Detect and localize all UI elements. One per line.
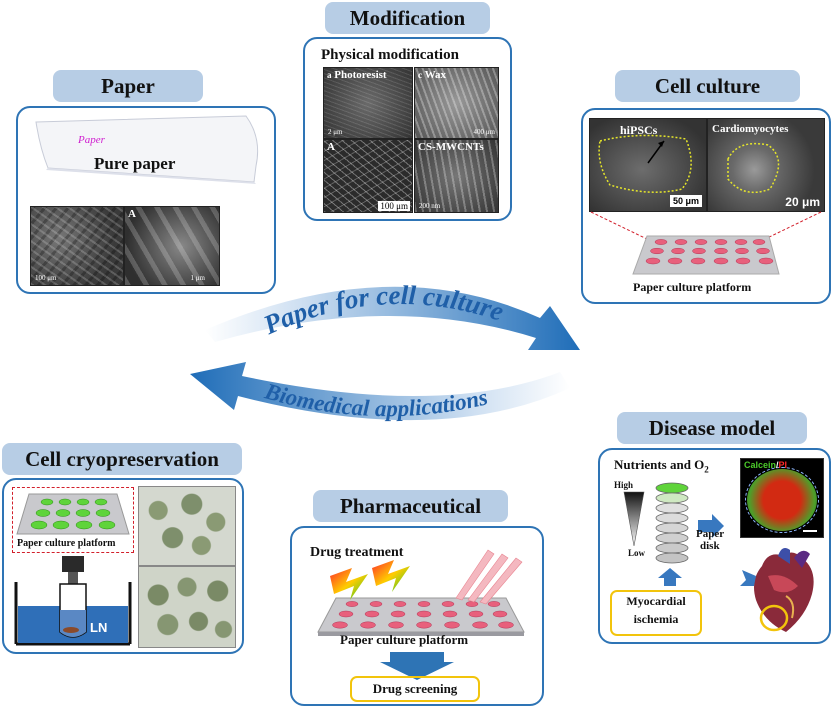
paper-scale-right: 1 μm [190,274,205,282]
disease-high-label: High [614,480,634,490]
modification-panel: Physical modification a Photoresist 2 μm… [303,37,512,221]
disease-gradient-stack [623,482,724,586]
cell-culture-img1-label: hiPSCs [620,123,658,137]
top-arrow-label: Paper for cell culture [258,280,507,341]
cell-culture-img-hipscs: hiPSCs 50 μm [589,118,707,212]
modification-img-csmwcnts: CS-MWCNTs 200 nm [414,139,499,213]
paper-panel: Paper Pure paper 100 μm A 1 μm [16,106,276,294]
cryo-platform-label: Paper culture platform [17,538,116,549]
paper-scale-left: 100 μm [35,274,57,282]
disease-nutrients-label: Nutrients and O2 [614,457,709,475]
modification-scale4: 200 nm [419,202,441,210]
cryo-micrograph-bottom [138,566,236,648]
cell-culture-img2-label: Cardiomyocytes [712,123,789,135]
cryo-dewar [14,556,132,646]
paper-sem-left: 100 μm [30,206,124,286]
top-arrow-text: Paper for cell culture [258,280,507,341]
disease-disk-label: Paper disk [696,528,724,552]
modification-scale2: 400 μm [473,128,495,136]
paper-sheet [35,115,259,184]
paper-sem-right: A 1 μm [124,206,220,286]
disease-ischemia-2: ischemia [633,612,679,626]
modification-img4-label: CS-MWCNTs [418,141,484,153]
modification-img1-label: Photoresist [334,69,387,81]
disease-stain-green: Calcein [744,460,777,470]
bottom-arrow [190,362,570,421]
cell-culture-platform-label: Paper culture platform [633,280,752,294]
hipscs-outline [598,134,692,193]
cell-culture-img2-scale: 20 μm [785,195,820,209]
cryo-micrograph-top [138,486,236,566]
pharma-platform-label: Paper culture platform [340,632,469,647]
disease-fluorescence: Calcein/PI [740,458,824,538]
bottom-arrow-text: Biomedical applications [261,378,490,421]
disease-disk-label-2: disk [700,540,720,552]
disease-heart [740,548,814,632]
cell-culture-platform [590,211,822,275]
modification-img2-label: Wax [424,69,446,81]
paper-sheet-word: Paper [78,134,105,146]
modification-img2-prefix: c [418,70,422,80]
modification-tag-label: Modification [349,6,466,30]
top-arrow [205,286,580,350]
modification-subtitle: Physical modification [321,47,459,63]
cell-culture-img1-scale: 50 μm [669,195,702,207]
pharma-platform [317,549,525,680]
pharma-tag: Pharmaceutical [313,490,508,522]
pharma-tag-label: Pharmaceutical [339,494,482,518]
disease-ischemia-1: Myocardial [626,594,686,608]
modification-tag: Modification [325,2,490,34]
cell-culture-panel: hiPSCs 50 μm Cardiomyocytes 20 μm Paper … [581,108,831,304]
cryo-panel: Paper culture platform LN [2,478,244,654]
cryo-platform [16,493,130,535]
cell-culture-img-cardiomyocytes: Cardiomyocytes 20 μm [707,118,825,212]
disease-stain-red: PI [778,460,788,470]
disease-disk-label-1: Paper [696,528,725,540]
modification-img3-label: A [327,141,335,153]
pharma-panel: Drug treatment Paper culture platform Dr… [290,526,544,706]
disease-ischemia-box: Myocardial ischemia [610,590,702,636]
bottom-arrow-label: Biomedical applications [261,378,490,421]
cryo-tag-label: Cell cryopreservation [25,447,219,471]
pharma-drug-label: Drug treatment [310,545,404,560]
disease-nutrients-text: Nutrients and O [614,457,705,472]
paper-sem-label: A [128,208,136,220]
cardiomyocytes-outline [727,142,780,194]
disease-tag-label: Disease model [648,416,776,440]
cryo-liquid-label: LN [90,620,108,635]
cell-culture-tag-label: Cell culture [654,74,761,98]
modification-img1-prefix: a [327,70,332,80]
paper-caption: Pure paper [94,154,176,173]
disease-panel: Nutrients and O2 High Low Paper disk [598,448,831,644]
paper-tag: Paper [53,70,203,102]
modification-scale3: 100 μm [378,201,410,211]
modification-img-wax: c Wax 400 μm [414,67,499,139]
paper-tag-label: Paper [101,74,155,98]
disease-stain-label: Calcein/PI [744,460,787,470]
modification-scale1: 2 μm [328,128,343,136]
disease-stain-sep: / [776,460,779,470]
disease-nutrients-sub: 2 [704,464,709,475]
disease-tag: Disease model [617,412,807,444]
modification-img-photoresist: a Photoresist 2 μm [323,67,413,139]
pharma-screening-label: Drug screening [372,681,458,696]
disease-low-label: Low [628,548,646,558]
pharma-screening-box: Drug screening [350,676,480,702]
cryo-tag: Cell cryopreservation [2,443,242,475]
modification-img-fibers: A 100 μm [323,139,413,213]
cryo-platform-box: Paper culture platform [12,487,134,553]
cell-culture-tag: Cell culture [615,70,800,102]
